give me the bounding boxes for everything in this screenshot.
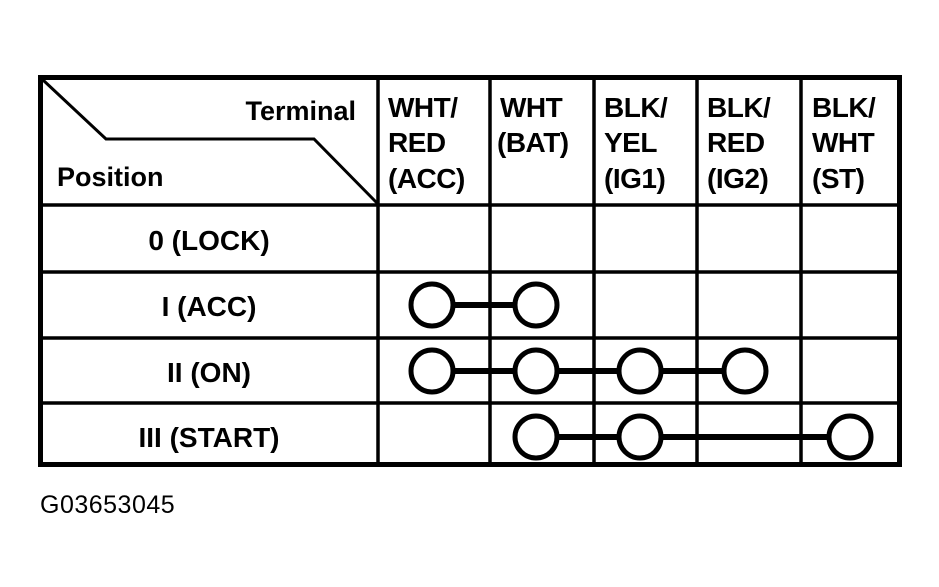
terminal-axis-label: Terminal	[245, 96, 356, 126]
contact-node-acc-bat	[512, 281, 560, 329]
contact-row-start	[512, 413, 874, 461]
figure-caption: G03653045	[40, 491, 175, 519]
contact-node-start-ig1	[616, 413, 664, 461]
column-header-ig2: BLK/ RED (IG2)	[707, 92, 772, 194]
contact-node-on-ig2	[721, 347, 769, 395]
column-header-bat: WHT (BAT)	[497, 92, 569, 158]
column-header-ig2-line1: BLK/	[707, 92, 771, 123]
column-header-ig1: BLK/ YEL (IG1)	[604, 92, 669, 194]
contact-row-on	[408, 347, 769, 395]
column-header-acc-line1: WHT/	[388, 92, 458, 123]
contact-node-start-st	[826, 413, 874, 461]
contact-node-on-acc	[408, 347, 456, 395]
column-header-st-line1: BLK/	[812, 92, 876, 123]
column-header-ig2-line2: RED	[707, 127, 765, 158]
header-corner-diagonal-divider	[41, 78, 379, 205]
column-header-ig2-line3: (IG2)	[707, 163, 768, 194]
contact-node-on-ig1	[616, 347, 664, 395]
contact-node-on-bat	[512, 347, 560, 395]
row-label-on: II (ON)	[167, 357, 251, 388]
column-header-st: BLK/ WHT (ST)	[812, 92, 877, 194]
column-header-ig1-line1: BLK/	[604, 92, 668, 123]
column-header-acc: WHT/ RED (ACC)	[388, 92, 465, 194]
row-label-lock: 0 (LOCK)	[148, 225, 269, 256]
contact-row-acc	[408, 281, 560, 329]
column-header-ig1-line2: YEL	[604, 127, 657, 158]
contact-node-acc-acc	[408, 281, 456, 329]
column-header-acc-line3: (ACC)	[388, 163, 465, 194]
position-axis-label: Position	[57, 162, 164, 192]
column-header-ig1-line3: (IG1)	[604, 163, 665, 194]
column-header-acc-line2: RED	[388, 127, 446, 158]
contact-node-start-bat	[512, 413, 560, 461]
row-label-start: III (START)	[138, 422, 279, 453]
column-header-bat-line2: (BAT)	[497, 127, 569, 158]
column-header-bat-line1: WHT	[500, 92, 563, 123]
row-label-acc: I (ACC)	[162, 291, 257, 322]
column-header-st-line3: (ST)	[812, 163, 864, 194]
column-header-st-line2: WHT	[812, 127, 875, 158]
